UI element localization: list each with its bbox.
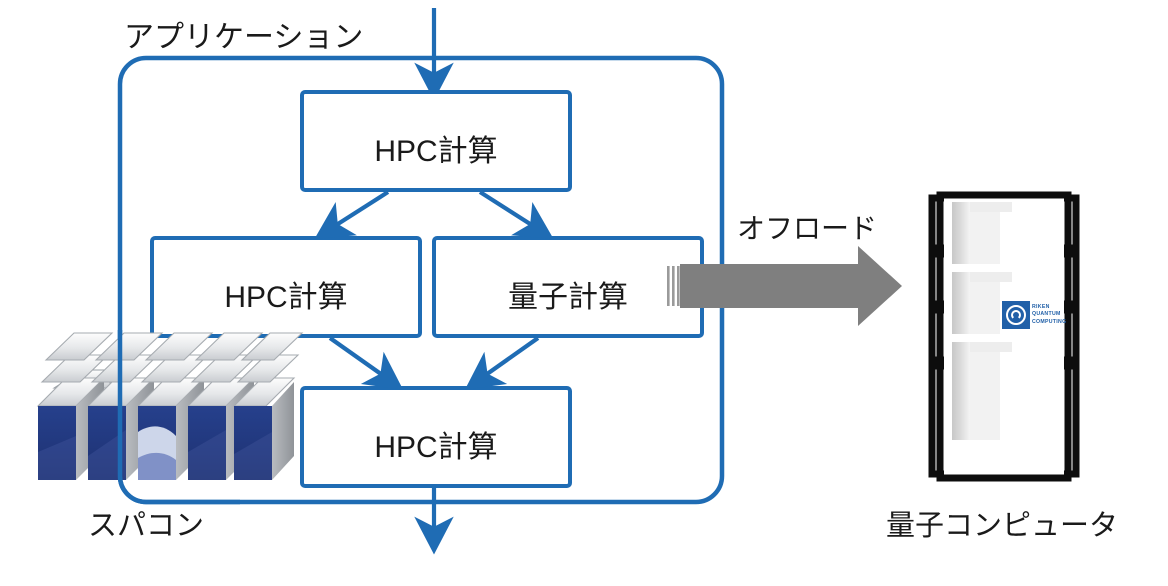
flow-arrow-top-to-quantum (478, 190, 554, 239)
node-quantum-label: 量子計算 (508, 281, 628, 314)
node-hpc-bottom-label: HPC計算 (374, 431, 498, 464)
flow-arrow-quantum-to-bottom (464, 336, 540, 390)
supercomputer-illustration (36, 332, 304, 480)
flow-arrow-top-to-left (314, 190, 390, 239)
flow-arrow-left-to-bottom (328, 336, 404, 390)
quantum-computer-label: 量子コンピュータ (886, 510, 1119, 542)
riken-quantum-computing-logo: RIKEN QUANTUM COMPUTING (1002, 300, 1068, 330)
riken-logo-line2: QUANTUM (1032, 311, 1061, 318)
riken-spiral-icon (1002, 301, 1030, 329)
node-hpc-left-label: HPC計算 (224, 281, 348, 314)
riken-logo-line3: COMPUTING (1032, 318, 1067, 325)
node-hpc-top-label: HPC計算 (374, 135, 498, 168)
application-title-label: アプリケーション (124, 21, 364, 54)
supercomputer-label: スパコン (88, 510, 205, 542)
quantum-computer-illustration (928, 191, 1080, 482)
riken-logo-line1: RIKEN (1032, 304, 1050, 311)
application-container-overlay (117, 330, 240, 505)
offload-arrow (667, 246, 902, 326)
node-hpc-top-box (300, 90, 572, 192)
offload-label: オフロード (737, 213, 878, 244)
riken-logo-text: RIKEN QUANTUM COMPUTING (1032, 304, 1066, 326)
server-rack (232, 332, 304, 480)
